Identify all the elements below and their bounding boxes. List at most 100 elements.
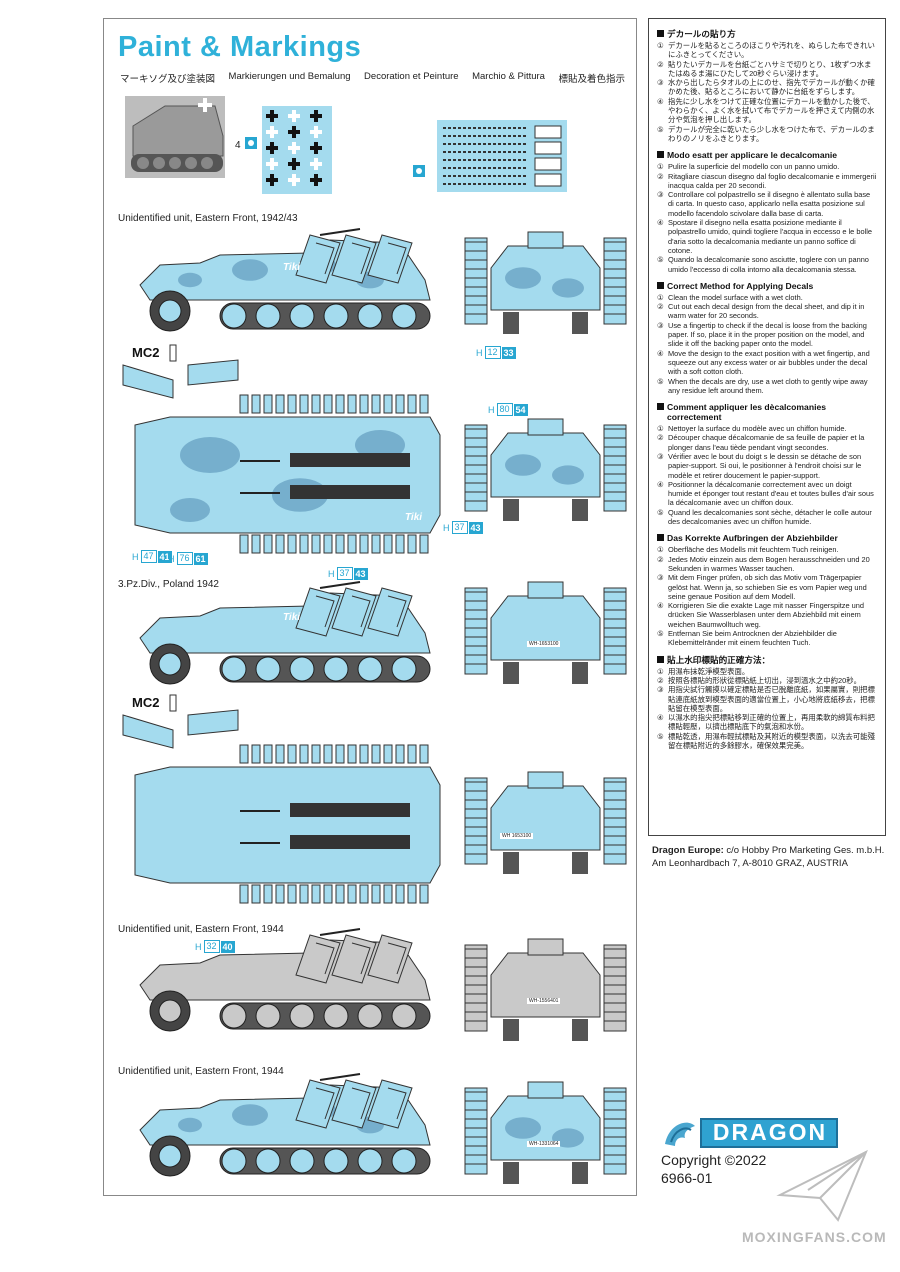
- dragon-logo-text: DRAGON: [712, 1119, 828, 1145]
- step-text: Jedes Motiv einzein aus dem Bogen heraus…: [668, 554, 870, 573]
- step-text: Découper chaque décalcomanie de sa feuil…: [668, 433, 865, 452]
- paint-code-xf: 40: [220, 940, 235, 953]
- vehicle-front-view-3: [464, 938, 627, 1041]
- bullet-square-icon: [657, 534, 664, 542]
- step-text: Controllare col polpastrello se il diseg…: [668, 190, 871, 218]
- vehicle-front-view-4: [464, 1081, 627, 1184]
- step-number: ①: [657, 162, 664, 172]
- step-text: Vérifier avec le bout du doigt s le dess…: [668, 451, 862, 480]
- distributor-address: Dragon Europe: c/o Hobby Pro Marketing G…: [652, 845, 892, 870]
- paper-plane-icon: [776, 1149, 868, 1222]
- subtitle-fr: Decoration et Peinture: [364, 71, 459, 82]
- scheme-caption-4: Unidentified unit, Eastern Front, 1944: [118, 1066, 284, 1077]
- instruction-step: ① Pulire la superficie del modello con un…: [657, 162, 877, 171]
- instructions-zh-heading: 貼上水印標貼的正確方法：: [667, 654, 771, 665]
- number-plate-decals: [443, 125, 562, 187]
- paint-code-label: H: [476, 347, 483, 358]
- hull-marking-tiki-top: Tiki: [405, 512, 423, 523]
- instructions-it-heading: Modo esatt per applicare le decalcomanie: [667, 150, 838, 161]
- step-text: 以濕水的指尖把標貼移到正確的位置上，再用柔軟的綿質布料把標貼輕壓，以擠出標貼底下…: [668, 713, 875, 732]
- bullet-square-icon: [657, 281, 664, 289]
- instruction-step: ② Découper chaque décalcomanie de sa feui…: [657, 433, 877, 452]
- step-text: 按照各標貼的形狀從標貼紙上切出，浸到溫水之中約20秒。: [668, 675, 861, 685]
- step-number: ⑤: [657, 629, 664, 639]
- step-number: ①: [657, 666, 664, 676]
- reference-photo: [125, 96, 225, 178]
- site-watermark: MOXINGFANS.COM: [742, 1229, 887, 1245]
- part-number: 6966-01: [661, 1170, 713, 1186]
- paint-code-label: H: [195, 941, 202, 952]
- distributor-brand: Dragon Europe:: [652, 845, 724, 856]
- plate-marking-1: WH-1653100: [527, 641, 561, 647]
- step-text: 標貼乾透，用濕布輕拭標貼及其附近的模型表面，以洗去可能殘留在標貼附近的多餘膠水，…: [668, 731, 875, 750]
- bullet-square-icon: [657, 151, 664, 159]
- subtitle-row: マーキソグ及び塗装図 Markierungen und Bemalung Dec…: [120, 71, 625, 85]
- mc2-label-1: MC2: [132, 345, 160, 360]
- step-number: ③: [657, 451, 664, 461]
- paint-code-4: H 47 41: [132, 550, 172, 563]
- paint-code-h: 80: [496, 403, 513, 416]
- decal-callout-number: 4: [235, 140, 241, 151]
- step-number: ③: [657, 685, 664, 695]
- step-number: ②: [657, 433, 664, 443]
- step-number: ②: [657, 302, 664, 312]
- step-text: 用指尖試行觸摸以確定標貼是否已脫離底紙，如果屬實，則把標貼連底紙放到模型表面的適…: [668, 685, 875, 713]
- dragon-logo: [661, 1116, 838, 1150]
- paint-code-h: 37: [336, 567, 353, 580]
- step-text: 貼りたいデカールを台紙ごとハサミで切りとり、1枚ずつ水またはぬるま湯にひたして2…: [668, 59, 872, 78]
- subtitle-jp: マーキソグ及び塗装図: [120, 74, 216, 85]
- step-number: ④: [657, 96, 664, 106]
- step-number: ④: [657, 348, 664, 358]
- paint-code-label: H: [132, 551, 139, 562]
- scheme-caption-3: Unidentified unit, Eastern Front, 1944: [118, 924, 284, 935]
- paint-code-xf: 43: [468, 521, 483, 534]
- paint-code-xf: 54: [513, 403, 528, 416]
- paint-code-6: H 37 43: [328, 567, 368, 580]
- decal-sheet-crosses: [262, 106, 332, 194]
- paint-code-xf: 43: [353, 567, 368, 580]
- step-number: ④: [657, 479, 664, 489]
- vehicle-front-view-2: [464, 581, 627, 684]
- paint-code-7: H 32 40: [195, 940, 235, 953]
- vehicle-top-view-2: [134, 744, 441, 904]
- step-number: ③: [657, 190, 664, 200]
- step-number: ⑤: [657, 731, 664, 741]
- subtitle-zh: 標貼及着色指示: [558, 74, 625, 85]
- paint-code-5: H 76 61: [168, 552, 208, 565]
- vehicle-side-view-2: [139, 581, 431, 685]
- subtitle-de: Markierungen und Bemalung: [228, 71, 351, 82]
- box-marking-2: Tiki-t: [212, 700, 231, 709]
- step-text: Nettoyer la surface du modèle avec un ch…: [668, 424, 847, 434]
- step-text: 用濕布抹乾淨模型表面。: [668, 666, 750, 676]
- step-number: ③: [657, 320, 664, 330]
- vehicle-side-view-3: [139, 928, 431, 1032]
- step-text: Use a fingertip to check if the decal is…: [668, 320, 867, 349]
- distributor-line1: c/o Hobby Pro Marketing Ges. m.b.H.: [726, 845, 885, 856]
- instruction-step: ⑤ 標貼乾透，用濕布輕拭標貼及其附近的模型表面，以洗去可能殘留在標貼附近的多餘膠水…: [657, 732, 877, 751]
- step-text: デカールが完全に乾いたら少し水をつけた布で、デカールのまわりのノリをふきとります…: [668, 124, 875, 143]
- plate-marking-3: WH-1331064: [527, 1141, 561, 1147]
- step-text: Clean the model surface with a wet cloth…: [668, 292, 803, 302]
- step-text: Pulire la superficie del modello con un …: [668, 162, 840, 172]
- page-title: Paint & Markings: [118, 31, 362, 63]
- paint-code-h: 37: [451, 521, 468, 534]
- step-text: Quand les decalcomanies sont sèche, déta…: [668, 507, 872, 527]
- instruction-step: ③ Controllare col polpastrello se il dise…: [657, 190, 877, 218]
- decal-sheet-numbers: [437, 120, 567, 192]
- instructions-de-heading: Das Korrekte Aufbringen der Abziehbilder: [667, 533, 838, 544]
- step-number: ②: [657, 59, 664, 69]
